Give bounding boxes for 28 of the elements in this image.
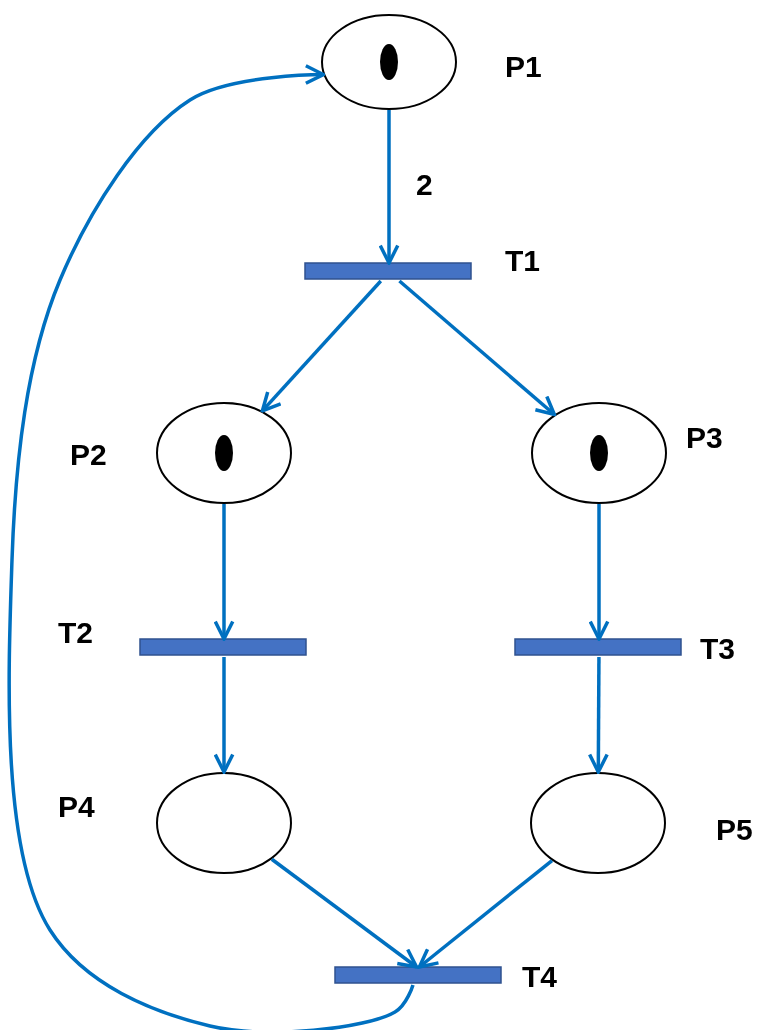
transition-label: T4 bbox=[522, 962, 557, 992]
transition-label: T1 bbox=[505, 246, 540, 276]
place-label: P3 bbox=[686, 423, 723, 453]
transition-bar bbox=[514, 638, 684, 658]
arrow bbox=[417, 859, 554, 969]
place-circle bbox=[530, 401, 668, 505]
transition-bar bbox=[139, 638, 309, 658]
arrow bbox=[260, 279, 383, 413]
transition-label: T3 bbox=[700, 634, 735, 664]
place-circle bbox=[529, 771, 667, 875]
place-circle bbox=[155, 401, 293, 505]
arrow bbox=[213, 504, 235, 641]
place-label: P2 bbox=[70, 440, 107, 470]
arrow bbox=[270, 857, 419, 969]
place-label: P5 bbox=[716, 815, 753, 845]
transition-label: T2 bbox=[58, 618, 93, 648]
arrow bbox=[7, 64, 415, 1030]
arrow bbox=[398, 279, 557, 417]
place-label: P4 bbox=[58, 792, 95, 822]
place-label: P1 bbox=[505, 52, 542, 82]
arrow bbox=[213, 657, 235, 774]
arrow bbox=[378, 110, 400, 265]
place-circle bbox=[320, 13, 458, 111]
place-circle bbox=[155, 771, 293, 875]
transition-bar bbox=[334, 966, 504, 986]
arrow bbox=[588, 504, 610, 641]
arrow bbox=[587, 657, 609, 774]
transition-bar bbox=[304, 262, 474, 282]
